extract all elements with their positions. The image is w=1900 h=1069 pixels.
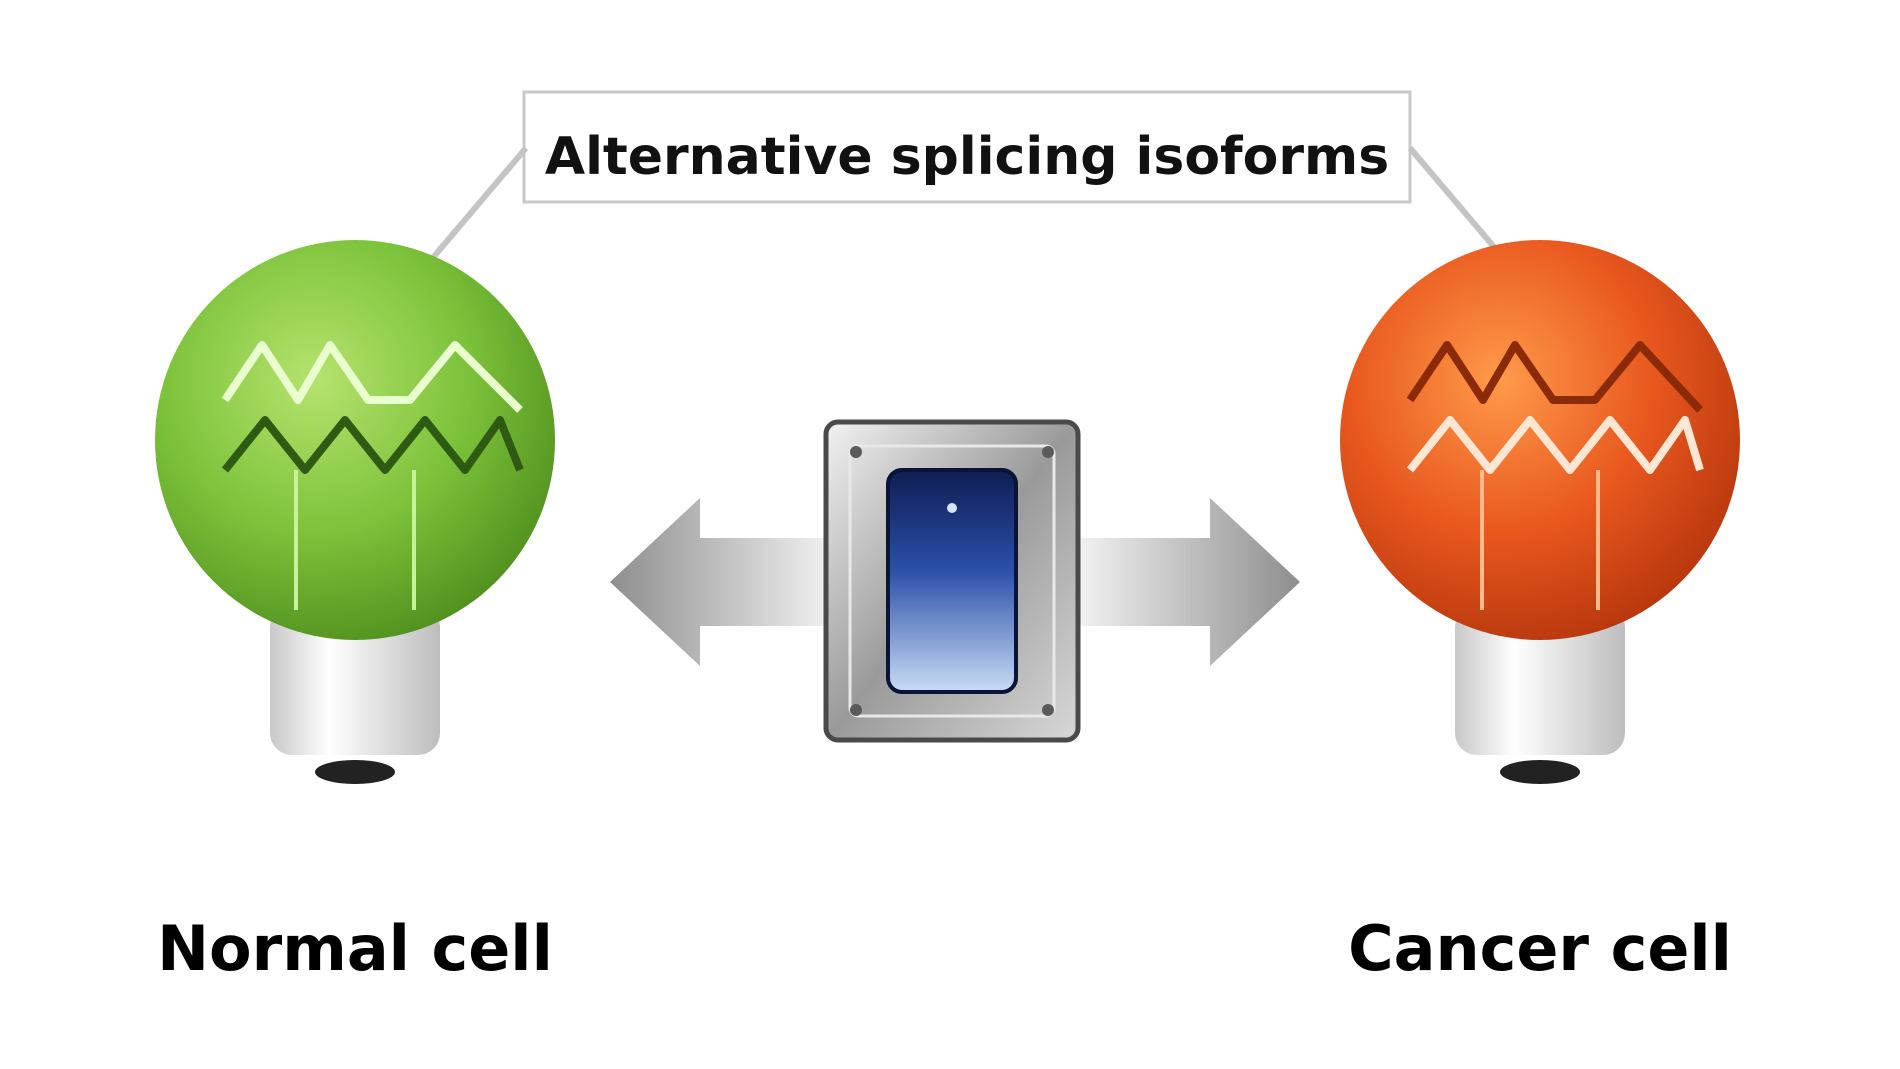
isoform-wave-dark <box>221 416 524 474</box>
callout-box <box>522 90 1412 204</box>
toggle-switch-icon <box>823 419 1081 743</box>
arrow-right-icon <box>1080 498 1300 666</box>
bulb-glass-cancer <box>1340 240 1740 640</box>
screw-icon <box>850 704 862 716</box>
callout: Alternative splicing isoforms <box>522 90 1412 204</box>
bulb-tip-normal <box>315 760 395 784</box>
isoform-wave-light <box>1406 416 1704 474</box>
green-lightbulb-icon <box>155 240 555 784</box>
screw-icon <box>1042 704 1054 716</box>
normal-cell-label: Normal cell <box>157 912 553 985</box>
isoform-wave-dark <box>1406 341 1703 413</box>
callout-label: Alternative splicing isoforms <box>545 127 1389 187</box>
screw-icon <box>850 446 862 458</box>
isoform-wave-light <box>221 341 523 413</box>
screw-icon <box>1042 446 1054 458</box>
arrow-left-icon <box>610 498 830 666</box>
bulb-glass-normal <box>155 240 555 640</box>
orange-lightbulb-icon <box>1340 240 1740 784</box>
bulb-tip-cancer <box>1500 760 1580 784</box>
switch-indicator-dot <box>947 503 957 513</box>
bulb-base-normal <box>270 605 440 755</box>
switch-inner-frame <box>848 444 1056 718</box>
bulb-base-cancer <box>1455 605 1625 755</box>
cancer-cell-label: Cancer cell <box>1348 912 1732 985</box>
switch-rocker <box>886 468 1018 694</box>
